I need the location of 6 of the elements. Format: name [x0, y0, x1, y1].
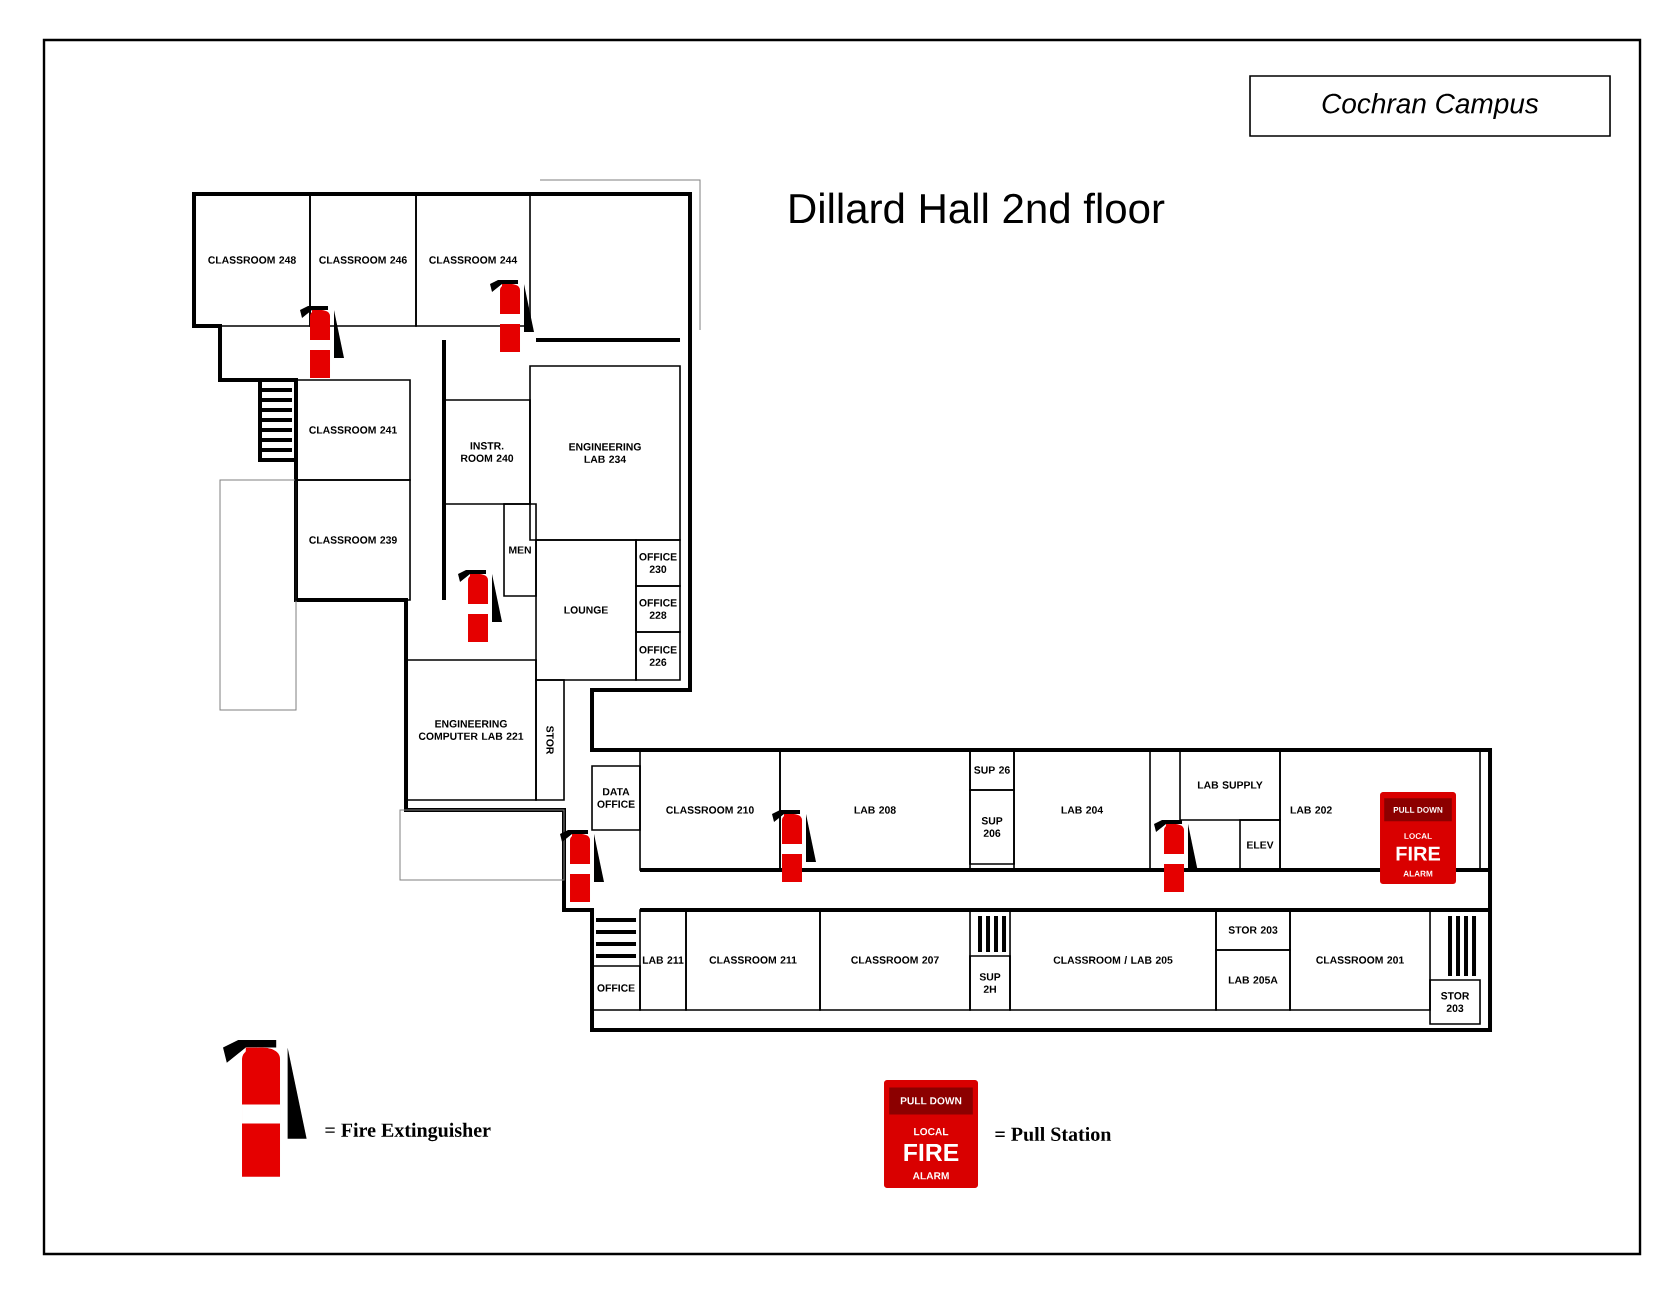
- legend-text: = Fire Extinguisher: [325, 1122, 491, 1142]
- sign-text: FIRE: [904, 1143, 959, 1161]
- sign-text: FIRE: [1396, 846, 1441, 861]
- legend-text: = Pull Station: [995, 1126, 1112, 1142]
- title: Dillard Hall 2nd floor: [790, 192, 1165, 224]
- campus-label-box: Cochran Campus: [1249, 75, 1611, 137]
